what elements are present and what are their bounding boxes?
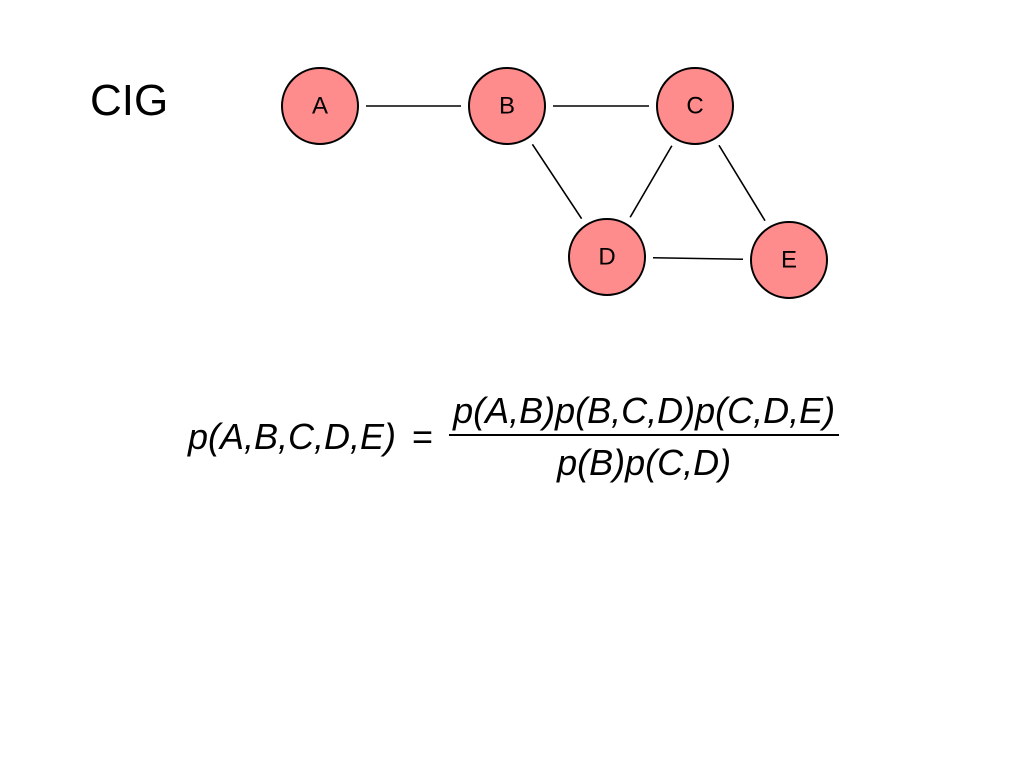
node-label: D bbox=[598, 243, 615, 270]
edge-d-e bbox=[652, 256, 744, 261]
slide-title: CIG bbox=[90, 76, 169, 125]
formula-denominator: p(B)p(C,D) bbox=[557, 442, 732, 483]
node-label: B bbox=[499, 92, 515, 119]
edge-b-d bbox=[531, 143, 583, 220]
graph-edges bbox=[366, 105, 766, 261]
formula-lhs: p(A,B,C,D,E) bbox=[188, 416, 397, 457]
node-d: D bbox=[568, 218, 646, 296]
graph-nodes: A B C D E bbox=[281, 67, 828, 299]
node-e: E bbox=[750, 221, 828, 299]
node-circle bbox=[750, 221, 828, 299]
node-circle bbox=[568, 218, 646, 296]
formula-fraction: p(A,B)p(B,C,D)p(C,D,E) p(B)p(C,D) bbox=[449, 390, 840, 484]
node-circle bbox=[281, 67, 359, 145]
node-c: C bbox=[656, 67, 734, 145]
node-b: B bbox=[468, 67, 546, 145]
factorization-formula: p(A,B,C,D,E) = p(A,B)p(B,C,D)p(C,D,E) p(… bbox=[188, 390, 840, 484]
node-label: E bbox=[781, 246, 797, 273]
node-circle bbox=[656, 67, 734, 145]
formula-equals: = bbox=[412, 416, 434, 457]
formula-numerator: p(A,B)p(B,C,D)p(C,D,E) bbox=[453, 390, 836, 431]
fraction-bar bbox=[449, 434, 840, 436]
node-label: A bbox=[312, 92, 328, 119]
node-label: C bbox=[686, 92, 703, 119]
edge-c-d bbox=[629, 145, 673, 218]
edge-c-e bbox=[718, 144, 766, 222]
node-circle bbox=[468, 67, 546, 145]
node-a: A bbox=[281, 67, 359, 145]
